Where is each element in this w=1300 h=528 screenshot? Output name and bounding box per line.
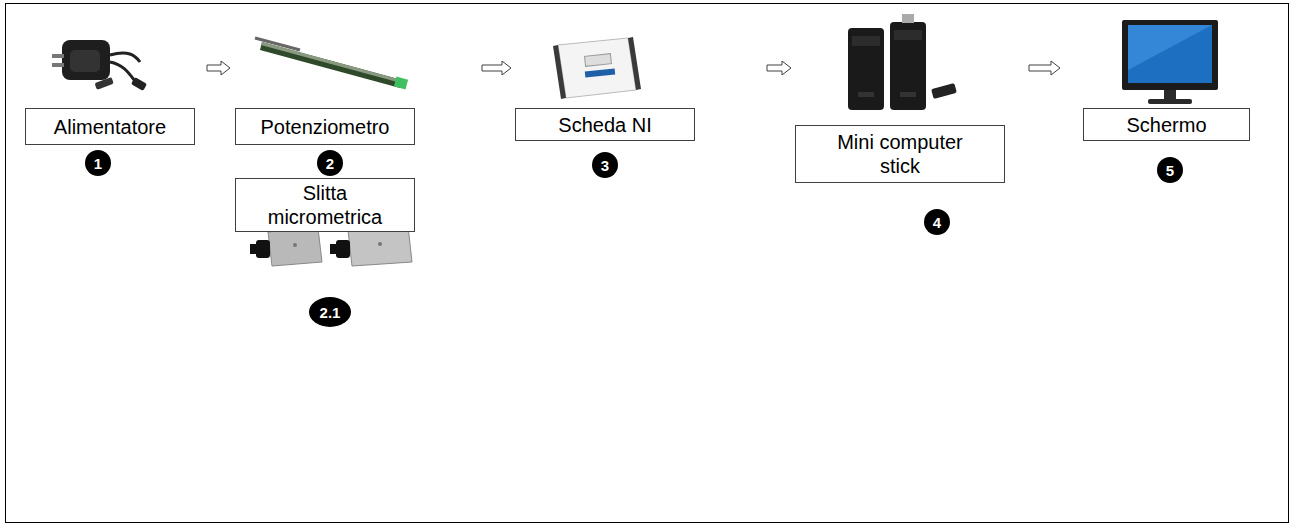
callout-number: 2 bbox=[317, 150, 343, 176]
flow-arrow bbox=[767, 61, 791, 75]
component-label: Potenziometro bbox=[235, 108, 415, 145]
callout-number: 4 bbox=[924, 209, 950, 235]
component-node: Alimentatore bbox=[20, 30, 205, 150]
component-node: Potenziometro bbox=[232, 30, 480, 150]
flow-arrow bbox=[482, 61, 511, 75]
power-supply-picture bbox=[52, 40, 147, 91]
component-label: Alimentatore bbox=[25, 108, 195, 145]
callout-number: 2.1 bbox=[309, 297, 351, 327]
callout-number: 3 bbox=[592, 152, 618, 178]
ni-board-picture bbox=[553, 37, 641, 99]
callout-number: 5 bbox=[1157, 157, 1183, 183]
flow-arrow bbox=[1029, 61, 1060, 75]
mini-pc-picture bbox=[848, 14, 957, 110]
component-node: Slitta micrometrica bbox=[235, 178, 415, 232]
component-label: Scheda NI bbox=[515, 108, 695, 141]
component-label: Mini computer stick bbox=[795, 125, 1005, 183]
outer-frame bbox=[5, 3, 1289, 523]
potentiometer-picture bbox=[255, 38, 408, 89]
flow-arrow bbox=[207, 61, 230, 75]
component-label: Slitta micrometrica bbox=[235, 178, 415, 232]
component-node: Mini computer stick bbox=[793, 20, 1027, 185]
component-node: Scheda NI bbox=[513, 30, 765, 145]
callout-number: 1 bbox=[85, 150, 111, 176]
micrometric-slide-picture bbox=[250, 226, 412, 266]
monitor-picture bbox=[1122, 20, 1218, 104]
component-node: Schermo bbox=[1062, 20, 1265, 145]
component-label: Schermo bbox=[1083, 108, 1250, 141]
